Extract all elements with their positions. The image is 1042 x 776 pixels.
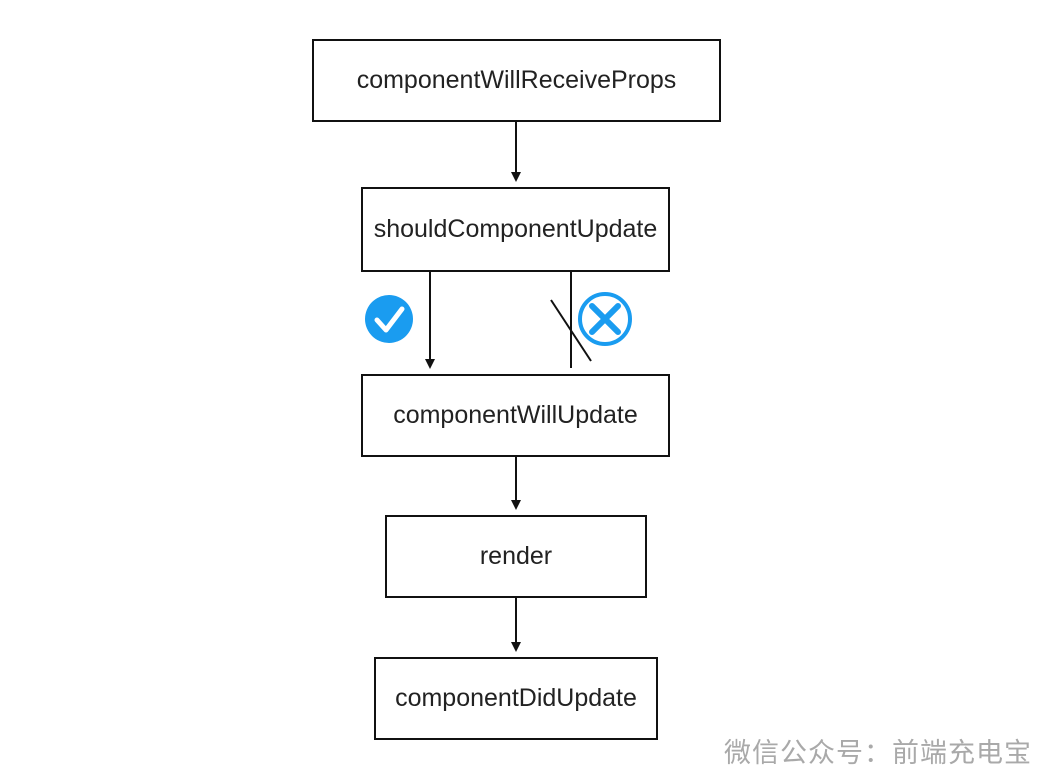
node-label: render [479, 542, 553, 570]
watermark-text: 微信公众号：前端充电宝 [724, 738, 1032, 769]
node-label: componentWillReceiveProps [356, 66, 677, 94]
node-label: componentDidUpdate [395, 684, 637, 712]
cross-circle-icon [578, 292, 632, 346]
edge-block-slash [550, 299, 592, 362]
node-render: render [385, 515, 647, 598]
node-componentwillupdate: componentWillUpdate [361, 374, 670, 457]
node-label: componentWillUpdate [393, 401, 638, 429]
node-label: shouldComponentUpdate [373, 215, 658, 243]
node-componentdidupdate: componentDidUpdate [374, 657, 658, 740]
check-circle-icon [365, 295, 413, 343]
node-componentwillreceiveprops: componentWillReceiveProps [312, 39, 721, 122]
node-shouldcomponentupdate: shouldComponentUpdate [361, 187, 670, 272]
